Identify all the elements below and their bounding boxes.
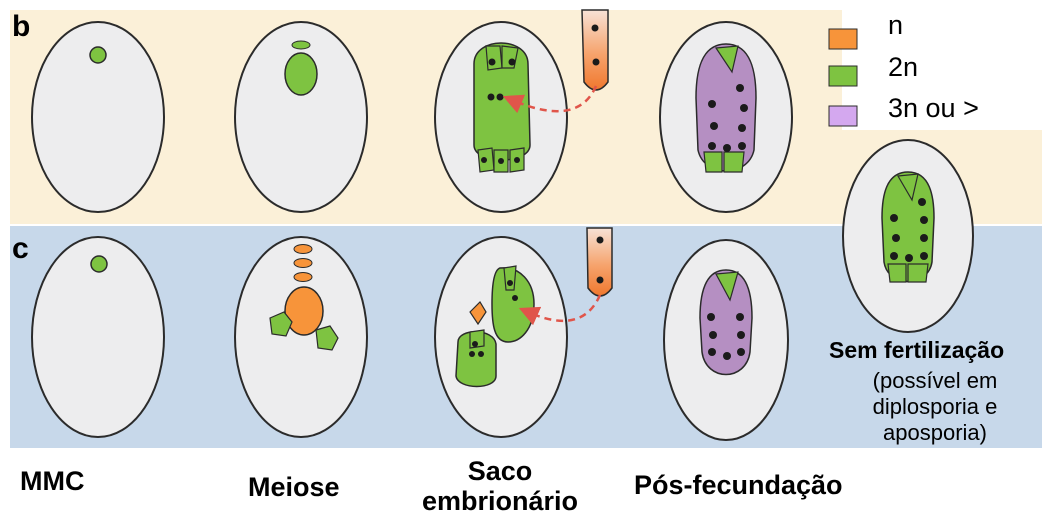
row-b-meiose [235, 22, 367, 212]
row-c-meiose [235, 237, 367, 437]
stage-saco-line2: embrionário [410, 486, 590, 516]
row-c-label: c [12, 232, 29, 266]
row-c-pollen-tube [587, 228, 612, 296]
no-fertilization-note-line3: aposporia) [840, 420, 1030, 446]
legend-3n-swatch [829, 106, 857, 126]
no-fertilization-title: Sem fertilização [829, 337, 1004, 364]
row-b-mmc [32, 22, 164, 212]
row-c-pos [664, 240, 788, 440]
stage-meiose-label: Meiose [248, 472, 340, 502]
mmc-cell-c [91, 256, 107, 272]
row-b-label: b [12, 10, 30, 44]
no-fertilization-ovule [843, 140, 973, 332]
stage-mmc-label: MMC [20, 466, 84, 496]
no-fertilization-note: (possível em diplosporia e aposporia) [840, 368, 1030, 446]
row-b-pollen-tube [582, 10, 608, 90]
row-b-pos [660, 22, 792, 212]
stage-pos-label: Pós-fecundação [634, 470, 843, 500]
row-b-saco [435, 22, 567, 212]
no-fertilization-note-line2: diplosporia e [840, 394, 1030, 420]
megaspore [285, 53, 317, 95]
legend-2n-label: 2n [888, 52, 918, 83]
stage-saco-label: Saco embrionário [410, 456, 590, 516]
no-fertilization-note-line1: (possível em [840, 368, 1030, 394]
stage-saco-line1: Saco [410, 456, 590, 486]
legend-3n-label: 3n ou > [888, 93, 979, 124]
legend-2n-swatch [829, 66, 857, 86]
legend-n-swatch [829, 29, 857, 49]
row-c-mmc [32, 237, 164, 437]
row-c-saco [435, 237, 567, 437]
mmc-cell [90, 47, 106, 63]
legend-n-label: n [888, 10, 903, 41]
